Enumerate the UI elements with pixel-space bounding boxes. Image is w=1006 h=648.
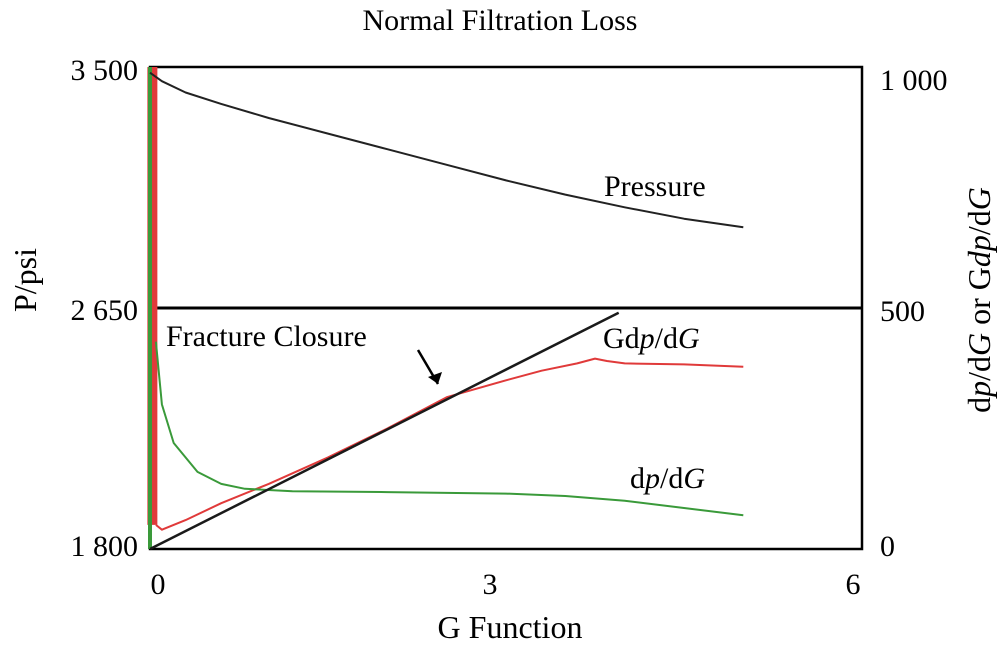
series-layer — [147, 67, 744, 551]
y-right-title-part1: d — [961, 397, 997, 413]
gdpdg-label-part1: Gd — [603, 322, 640, 355]
y-left-tick-3500: 3 500 — [71, 54, 139, 87]
series-gdp-dg-line — [155, 357, 744, 531]
gdpdg-label: Gdp/dG — [603, 322, 700, 355]
y-left-tick-1800: 1 800 — [71, 530, 139, 563]
fracture-closure-label: Fracture Closure — [166, 320, 367, 353]
y-right-title-part8: G — [961, 187, 997, 210]
y-right-tick-500: 500 — [880, 295, 925, 328]
x-tick-6: 6 — [846, 568, 861, 601]
y-right-title-part4: G — [961, 333, 997, 356]
y-right-title-part6: dp — [961, 235, 997, 267]
x-tick-0: 0 — [151, 568, 166, 601]
dpdg-label-part4: G — [683, 462, 705, 495]
y-right-title-part2: p — [961, 381, 997, 399]
x-axis-title: G Function — [438, 609, 583, 645]
dpdg-label-part2: p — [643, 462, 660, 495]
pressure-label: Pressure — [604, 170, 706, 203]
dpdg-label-part3: /d — [660, 462, 683, 495]
y-right-title-part3: /d — [961, 356, 997, 381]
series-dp-dg-line — [154, 341, 744, 517]
dpdg-label-part1: d — [630, 462, 645, 495]
y-right-tick-1000: 1 000 — [880, 64, 948, 97]
dpdg-label: dp/dG — [630, 462, 705, 495]
y-left-tick-2650: 2 650 — [71, 294, 139, 327]
y-right-title-part7: /d — [961, 210, 997, 235]
gdpdg-label-part2: p — [638, 322, 655, 355]
fracture-closure-arrow — [416, 349, 442, 385]
y-left-axis-title: P/psi — [7, 248, 43, 312]
x-tick-3: 3 — [483, 568, 498, 601]
gdpdg-label-part3: /d — [655, 322, 678, 355]
chart-title: Normal Filtration Loss — [363, 4, 638, 37]
series-pressure-line — [149, 71, 744, 229]
y-right-title-part5: or G — [961, 267, 997, 333]
y-right-axis-title: dp/dG or Gdp/dG — [961, 187, 997, 413]
y-right-tick-0: 0 — [880, 530, 895, 563]
gdpdg-label-part4: G — [678, 322, 700, 355]
series-tangent-line — [149, 311, 620, 551]
